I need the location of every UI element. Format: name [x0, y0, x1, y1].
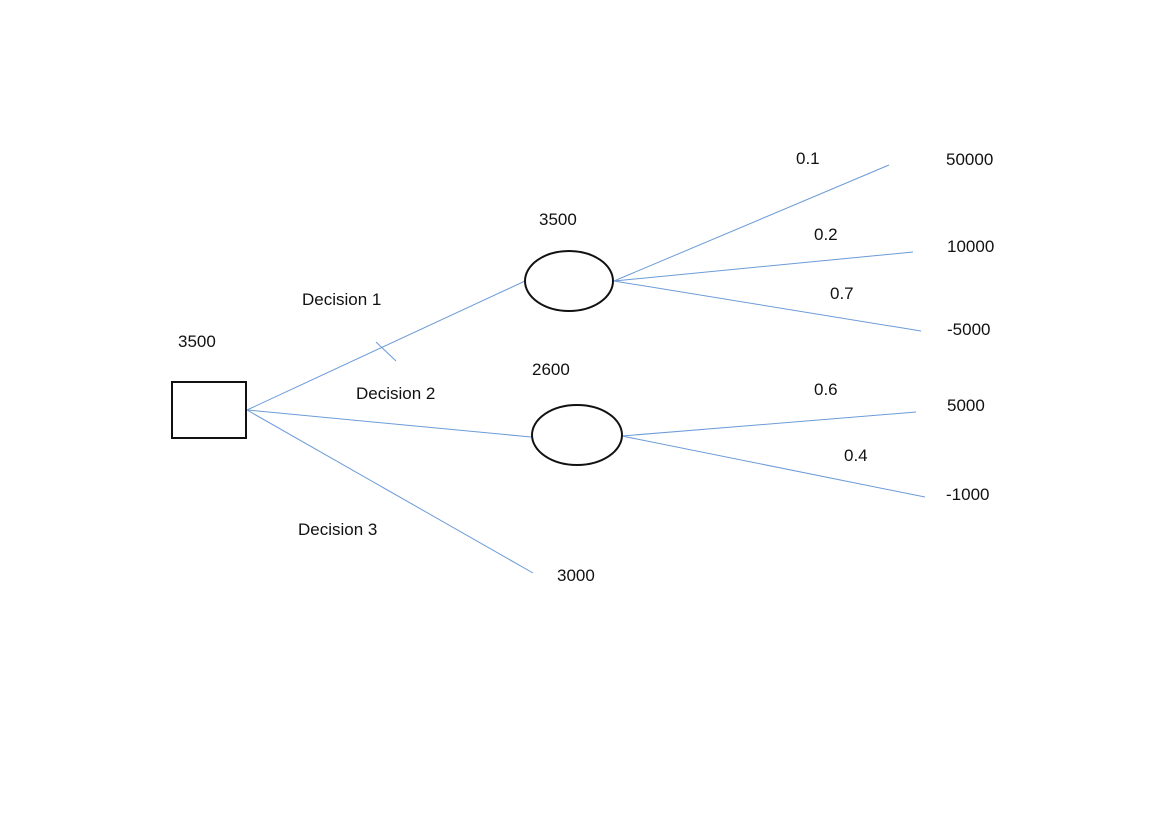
decision-1-label: Decision 1	[302, 290, 381, 309]
root-value: 3500	[178, 332, 216, 351]
outcome-2-1-probability: 0.6	[814, 380, 838, 399]
outcome-1-2-probability: 0.2	[814, 225, 838, 244]
decision-node	[171, 381, 247, 439]
outcome-1-3-probability: 0.7	[830, 284, 854, 303]
branch-outcome-2-1	[621, 411, 917, 437]
chance-node-2-value: 2600	[532, 360, 570, 379]
chance-node-1	[524, 250, 614, 312]
branch-outcome-1-3	[613, 280, 922, 332]
decision-3-payoff: 3000	[557, 566, 595, 585]
outcome-1-2-payoff: 10000	[947, 237, 994, 256]
outcome-1-1-probability: 0.1	[796, 149, 820, 168]
outcome-2-2-payoff: -1000	[946, 485, 989, 504]
chance-node-2	[531, 404, 623, 466]
outcome-1-1-payoff: 50000	[946, 150, 993, 169]
branch-decision-3	[246, 409, 534, 574]
selected-branch-tick	[375, 341, 397, 362]
branch-outcome-1-1	[613, 164, 890, 282]
branch-outcome-2-2	[621, 435, 926, 498]
outcome-2-2-probability: 0.4	[844, 446, 868, 465]
outcome-1-3-payoff: -5000	[947, 320, 990, 339]
chance-node-1-value: 3500	[539, 210, 577, 229]
branch-outcome-1-2	[613, 251, 914, 282]
decision-3-label: Decision 3	[298, 520, 377, 539]
outcome-2-1-payoff: 5000	[947, 396, 985, 415]
branch-decision-2	[246, 409, 532, 438]
branch-decision-1	[246, 280, 526, 411]
decision-2-label: Decision 2	[356, 384, 435, 403]
